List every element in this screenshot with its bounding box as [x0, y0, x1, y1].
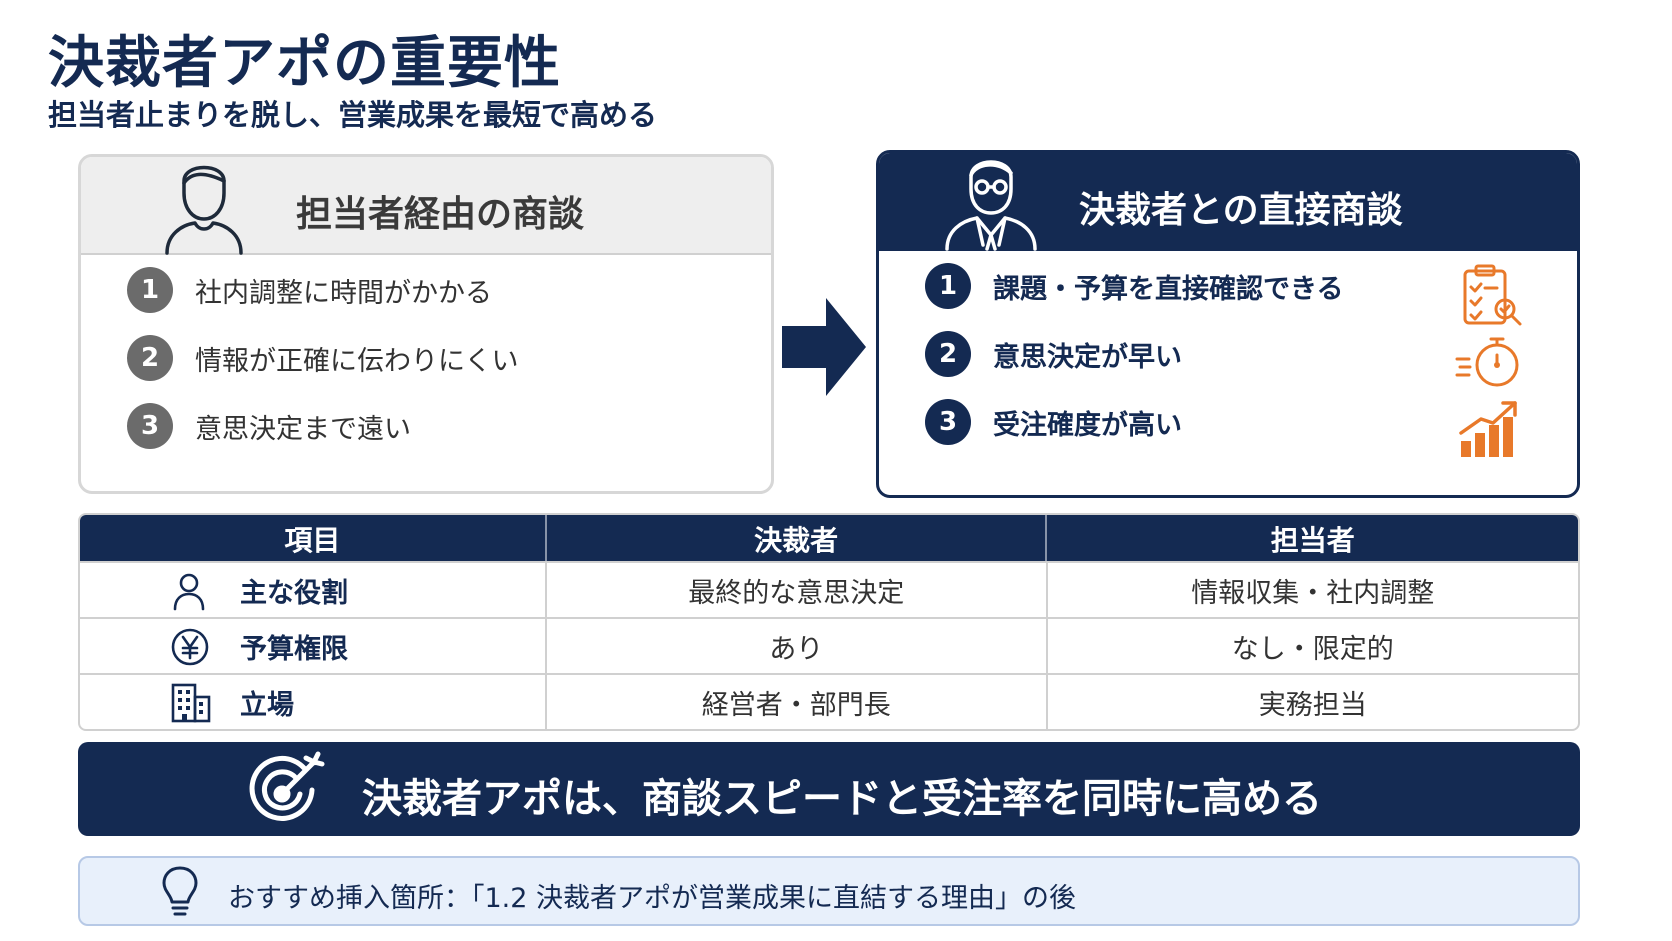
item-number: 1	[925, 263, 971, 309]
item-number: 2	[925, 331, 971, 377]
building-icon	[171, 683, 211, 723]
decision-maker-cell: あり	[547, 619, 1048, 673]
decision-maker-item: 1 課題・予算を直接確認できる	[925, 263, 1343, 309]
decision-maker-cell: 最終的な意思決定	[547, 563, 1048, 617]
staff-route-panel: 担当者経由の商談 1 社内調整に時間がかかる 2 情報が正確に伝わりにくい 3 …	[78, 154, 774, 494]
insertion-note-text: おすすめ挿入箇所：「1.2 決裁者アポが営業成果に直結する理由」の後	[228, 883, 1077, 914]
table-row: 主な役割 最終的な意思決定 情報収集・社内調整	[80, 561, 1578, 617]
item-text: 情報が正確に伝わりにくい	[195, 345, 519, 377]
table-header-row: 項目 決裁者 担当者	[80, 515, 1578, 563]
decision-maker-cell: 経営者・部門長	[547, 675, 1048, 729]
item-text: 受注確度が高い	[993, 409, 1182, 441]
person-icon	[173, 573, 205, 611]
header-decision-maker: 決裁者	[547, 515, 1048, 563]
item-text: 社内調整に時間がかかる	[195, 277, 492, 309]
growth-chart-icon	[1459, 401, 1517, 457]
decision-maker-panel: 決裁者との直接商談 1 課題・予算を直接確認できる 2 意思決定が早い 3 受注…	[876, 150, 1580, 498]
row-label: 予算権限	[240, 633, 348, 665]
staff-route-title: 担当者経由の商談	[296, 194, 585, 235]
row-label-cell: 予算権限	[80, 619, 547, 673]
item-text: 意思決定まで遠い	[195, 413, 411, 445]
staff-route-item: 3 意思決定まで遠い	[127, 403, 411, 449]
decision-maker-item: 2 意思決定が早い	[925, 331, 1182, 377]
row-label: 立場	[240, 689, 294, 721]
target-icon	[249, 751, 325, 821]
item-number: 3	[925, 399, 971, 445]
right-arrow-icon	[782, 298, 866, 396]
table-row: 立場 経営者・部門長 実務担当	[80, 673, 1578, 729]
header-staff: 担当者	[1270, 524, 1355, 557]
item-number: 3	[127, 403, 173, 449]
staff-cell: なし・限定的	[1231, 633, 1394, 665]
executive-person-icon	[945, 160, 1037, 251]
row-label-cell: 主な役割	[80, 563, 547, 617]
item-number: 1	[127, 267, 173, 313]
item-text: 意思決定が早い	[993, 341, 1182, 373]
decision-maker-item: 3 受注確度が高い	[925, 399, 1182, 445]
clipboard-check-icon	[1463, 264, 1522, 326]
stopwatch-icon	[1455, 337, 1519, 387]
staff-person-icon	[165, 165, 243, 255]
staff-route-item: 2 情報が正確に伝わりにくい	[127, 335, 518, 381]
header-item: 項目	[80, 515, 547, 563]
row-label-cell: 立場	[80, 675, 547, 729]
key-message-banner: 決裁者アポは、商談スピードと受注率を同時に高める	[78, 742, 1580, 836]
staff-route-item: 1 社内調整に時間がかかる	[127, 267, 492, 313]
item-text: 課題・予算を直接確認できる	[993, 273, 1344, 305]
insertion-note: おすすめ挿入箇所：「1.2 決裁者アポが営業成果に直結する理由」の後	[78, 856, 1580, 926]
lightbulb-icon	[162, 866, 198, 916]
staff-route-header: 担当者経由の商談	[81, 157, 771, 255]
yen-icon	[171, 628, 209, 666]
staff-cell: 実務担当	[1258, 689, 1367, 721]
decision-maker-title: 決裁者との直接商談	[1079, 190, 1403, 231]
page-title: 決裁者アポの重要性	[48, 31, 561, 96]
item-number: 2	[127, 335, 173, 381]
key-message-text: 決裁者アポは、商談スピードと受注率を同時に高める	[362, 776, 1322, 822]
comparison-table: 項目 決裁者 担当者 主な役割 最終的な意思決定 情報収集・社内調整	[78, 513, 1580, 731]
row-label: 主な役割	[240, 577, 348, 609]
staff-cell: 情報収集・社内調整	[1191, 577, 1435, 609]
decision-maker-header: 決裁者との直接商談	[879, 153, 1577, 251]
page-subtitle: 担当者止まりを脱し、営業成果を最短で高める	[48, 98, 658, 132]
table-row: 予算権限 あり なし・限定的	[80, 617, 1578, 673]
